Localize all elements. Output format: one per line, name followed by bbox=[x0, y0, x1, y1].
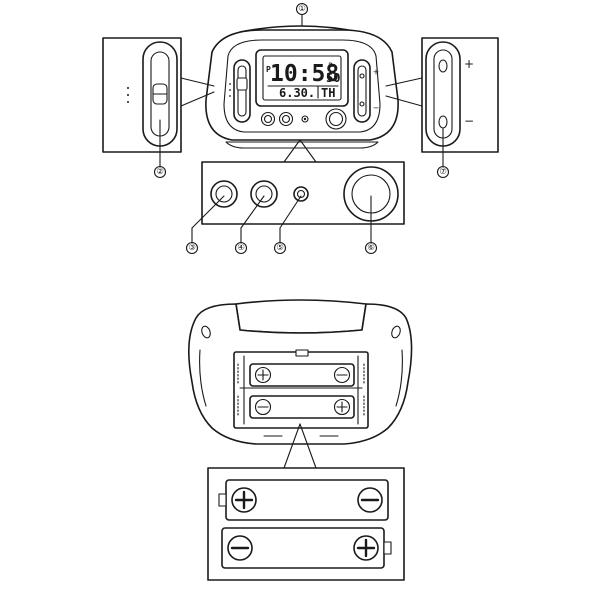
callout-3-circle bbox=[185, 241, 199, 255]
compartment-latch bbox=[295, 349, 309, 357]
battery-detail bbox=[207, 467, 405, 581]
right-detail-rocker bbox=[433, 49, 453, 139]
lcd-time: 10:58 bbox=[270, 61, 339, 87]
clock-base bbox=[225, 141, 379, 149]
bottom-buttons-detail: ③ ④ ⑤ ⑥ bbox=[185, 139, 405, 255]
detail-button-3 bbox=[210, 180, 238, 208]
body-left-knob bbox=[236, 77, 248, 91]
detail-battery-2-terminal bbox=[383, 541, 392, 555]
back-top-handle bbox=[235, 299, 367, 334]
clock-front-view: ① P 10:58 a 50 6.30. TH + − bbox=[102, 2, 499, 255]
callout-1: ① bbox=[298, 4, 306, 14]
lcd-screen bbox=[262, 55, 342, 101]
callout-6-circle bbox=[364, 241, 378, 255]
leader-5 bbox=[279, 195, 302, 229]
lcd-seconds: 50 bbox=[326, 71, 340, 85]
detail-battery-1-terminal bbox=[218, 493, 227, 507]
body-minus: − bbox=[373, 104, 380, 113]
detail-button-4 bbox=[250, 180, 278, 208]
right-detail-minus: − bbox=[464, 114, 474, 128]
clock-back-view bbox=[188, 299, 413, 469]
back-left-hole bbox=[201, 325, 211, 339]
lcd-alarm-mark: a bbox=[328, 60, 333, 69]
body-left-switch bbox=[237, 65, 247, 117]
callout-5-circle bbox=[273, 241, 287, 255]
callout-3: ③ bbox=[188, 243, 196, 253]
right-detail-plus: + bbox=[464, 57, 474, 71]
leader-4 bbox=[240, 195, 265, 229]
callout-5: ⑤ bbox=[276, 243, 284, 253]
lcd-pm-mark: P bbox=[266, 65, 271, 74]
body-plus: + bbox=[373, 68, 380, 77]
lcd-weekday: TH bbox=[321, 86, 335, 100]
callout-2-circle bbox=[153, 165, 167, 179]
callout-4: ④ bbox=[237, 243, 245, 253]
callout-7-circle bbox=[436, 165, 450, 179]
callout-6: ⑥ bbox=[367, 243, 375, 253]
face-button-4 bbox=[278, 111, 294, 127]
callout-7: ⑦ bbox=[439, 167, 447, 177]
back-battery-2 bbox=[249, 395, 355, 419]
callout-4-circle bbox=[234, 241, 248, 255]
back-right-hole bbox=[391, 325, 401, 339]
leader-3 bbox=[191, 195, 225, 229]
lcd-date: 6.30. bbox=[279, 86, 315, 100]
face-button-6 bbox=[325, 108, 347, 130]
detail-button-5 bbox=[293, 186, 309, 202]
callout-2: ② bbox=[156, 167, 164, 177]
left-switch-detail: ② bbox=[102, 37, 215, 179]
face-button-3 bbox=[260, 111, 276, 127]
back-battery-1 bbox=[249, 363, 355, 387]
right-rocker-detail: + − ⑦ bbox=[385, 37, 499, 179]
